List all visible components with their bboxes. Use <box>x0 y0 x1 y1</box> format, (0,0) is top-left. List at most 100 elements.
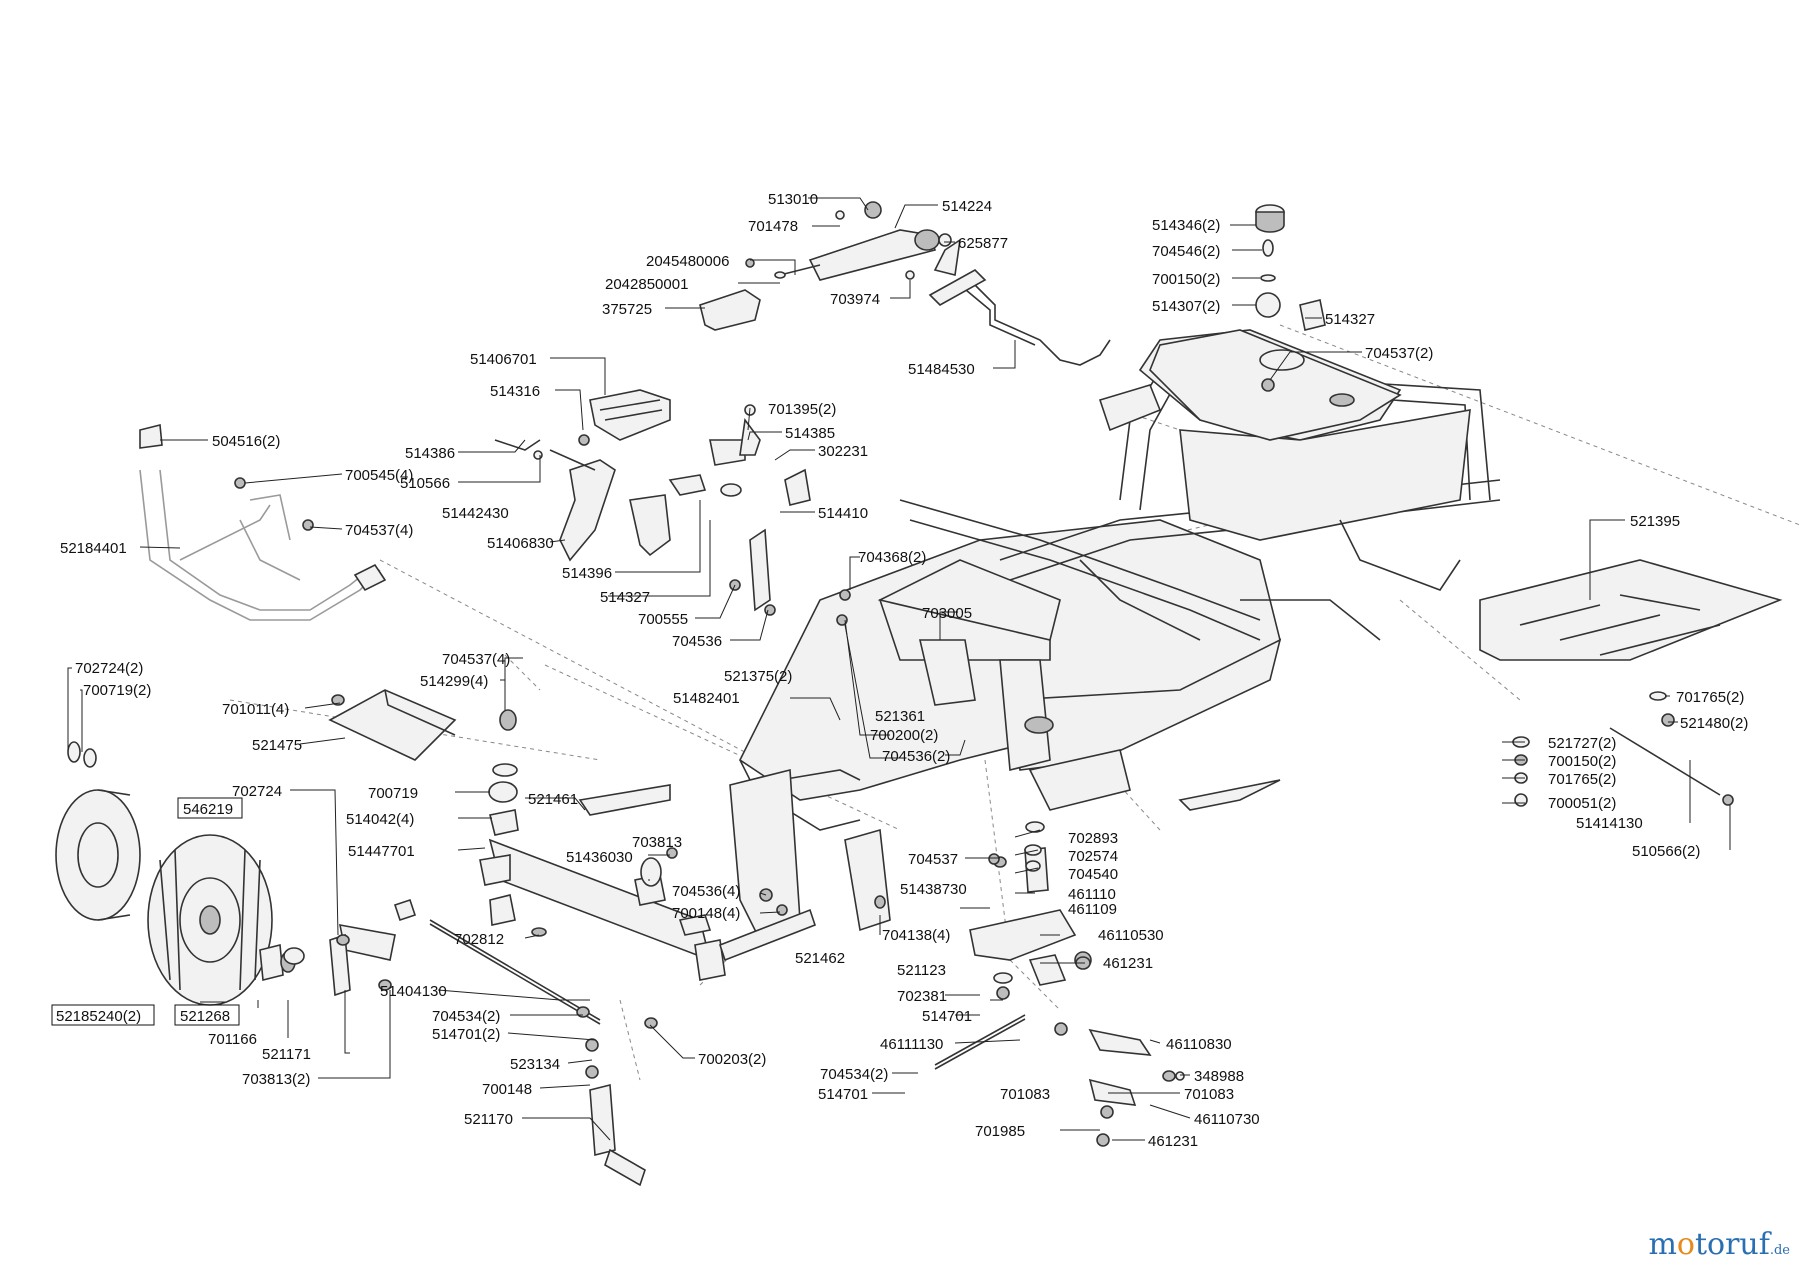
callout-label: 703813 <box>632 834 682 851</box>
callout-label: 51404130 <box>380 983 447 1000</box>
callout-label: 514307(2) <box>1152 298 1220 315</box>
tray-bracket <box>328 689 517 761</box>
callout-label: 514327 <box>1325 311 1375 328</box>
callout-label: 521475 <box>252 737 302 754</box>
callout-label: 700148(4) <box>672 905 740 922</box>
callout-label: 510566(2) <box>1632 843 1700 860</box>
callout-label: 514327 <box>600 589 650 606</box>
callout-label: 702724(2) <box>75 660 143 677</box>
callout-label: 514346(2) <box>1152 217 1220 234</box>
callout-label: 302231 <box>818 443 868 460</box>
callout-label: 700150(2) <box>1548 753 1616 770</box>
callout-label: 51406830 <box>487 535 554 552</box>
callout-label: 51438730 <box>900 881 967 898</box>
callout-label: 461231 <box>1148 1133 1198 1150</box>
callout-label: 704546(2) <box>1152 243 1220 260</box>
callout-label-boxed: 52185240(2) <box>56 1008 141 1025</box>
callout-label: 514410 <box>818 505 868 522</box>
pedal-assembly <box>494 389 811 612</box>
callout-label: 700719(2) <box>83 682 151 699</box>
callout-label: 521461 <box>528 791 578 808</box>
callout-label: 51447701 <box>348 843 415 860</box>
callout-label: 701083 <box>1184 1086 1234 1103</box>
callout-label: 514042(4) <box>346 811 414 828</box>
callout-label: 348988 <box>1194 1068 1244 1085</box>
callout-label: 703974 <box>830 291 880 308</box>
hand-lever <box>699 201 962 331</box>
callout-label: 514701(2) <box>432 1026 500 1043</box>
front-axle <box>479 784 816 981</box>
callout-label: 702574 <box>1068 848 1118 865</box>
callout-label: 702381 <box>897 988 947 1005</box>
callout-label: 523134 <box>510 1056 560 1073</box>
callout-label: 704537(4) <box>442 651 510 668</box>
callout-label: 461231 <box>1103 955 1153 972</box>
callout-label: 701083 <box>1000 1086 1050 1103</box>
front-bumper <box>139 423 387 621</box>
callout-label: 514701 <box>818 1086 868 1103</box>
callout-label: 46111130 <box>880 1036 943 1053</box>
callout-label: 375725 <box>602 301 652 318</box>
callout-label: 513010 <box>768 191 818 208</box>
callout-label: 514396 <box>562 565 612 582</box>
callout-label: 700719 <box>368 785 418 802</box>
callout-label: 504516(2) <box>212 433 280 450</box>
floor-plate <box>1479 559 1783 661</box>
callout-label: 702724 <box>232 783 282 800</box>
callout-label: 514386 <box>405 445 455 462</box>
callout-labels: 513010 514224 701478 625877 2045480006 2… <box>51 191 1748 1150</box>
callout-label: 46110530 <box>1098 927 1164 944</box>
callout-label: 46110730 <box>1194 1111 1260 1128</box>
callout-label: 521395 <box>1630 513 1680 530</box>
callout-label: 51414130 <box>1576 815 1643 832</box>
callout-label: 704536 <box>672 633 722 650</box>
callout-label: 51442430 <box>442 505 509 522</box>
chassis-frame <box>729 329 1501 942</box>
logo-text-1: m <box>1648 1227 1677 1262</box>
sector-gear <box>969 847 1092 986</box>
callout-label: 510566 <box>400 475 450 492</box>
callout-label: 514224 <box>942 198 992 215</box>
callout-label: 51436030 <box>566 849 633 866</box>
callout-label: 52184401 <box>60 540 127 557</box>
callout-label: 514299(4) <box>420 673 488 690</box>
callout-label: 521727(2) <box>1548 735 1616 752</box>
callout-label: 51482401 <box>673 690 740 707</box>
callout-label: 461110 <box>1068 886 1116 903</box>
callout-label: 461109 <box>1068 901 1117 918</box>
callout-label: 704536(4) <box>672 883 740 900</box>
callout-label: 704534(2) <box>820 1066 888 1083</box>
callout-label: 521462 <box>795 950 845 967</box>
callout-label: 521480(2) <box>1680 715 1748 732</box>
callout-label: 521123 <box>897 962 946 979</box>
callout-label: 700203(2) <box>698 1051 766 1068</box>
callout-label: 704537(4) <box>345 522 413 539</box>
callout-label: 701765(2) <box>1548 771 1616 788</box>
callout-label: 704536(2) <box>882 748 950 765</box>
callout-label: 701395(2) <box>768 401 836 418</box>
leader-lines <box>67 197 1731 1141</box>
small-hardware <box>67 204 1734 1147</box>
callout-label: 704368(2) <box>858 549 926 566</box>
callout-label: 514316 <box>490 383 540 400</box>
callout-label: 625877 <box>958 235 1008 252</box>
callout-label: 46110830 <box>1166 1036 1232 1053</box>
callout-label: 700148 <box>482 1081 532 1098</box>
callout-label: 704540 <box>1068 866 1118 883</box>
tie-rods <box>393 898 1026 1070</box>
boxed-callout-frame <box>174 1004 240 1026</box>
boxed-callout-frame <box>51 1004 155 1026</box>
logo-text-2: o <box>1676 1227 1695 1262</box>
callout-label: 704537(2) <box>1365 345 1433 362</box>
callout-label: 701765(2) <box>1676 689 1744 706</box>
callout-label: 2042850001 <box>605 276 688 293</box>
callout-label: 700051(2) <box>1548 795 1616 812</box>
logo-tld: .de <box>1769 1243 1790 1258</box>
callout-label: 700545(4) <box>345 467 413 484</box>
callout-label: 521170 <box>464 1111 513 1128</box>
callout-label: 514701 <box>922 1008 972 1025</box>
front-wheels <box>55 789 351 1006</box>
callout-label: 521171 <box>262 1046 311 1063</box>
